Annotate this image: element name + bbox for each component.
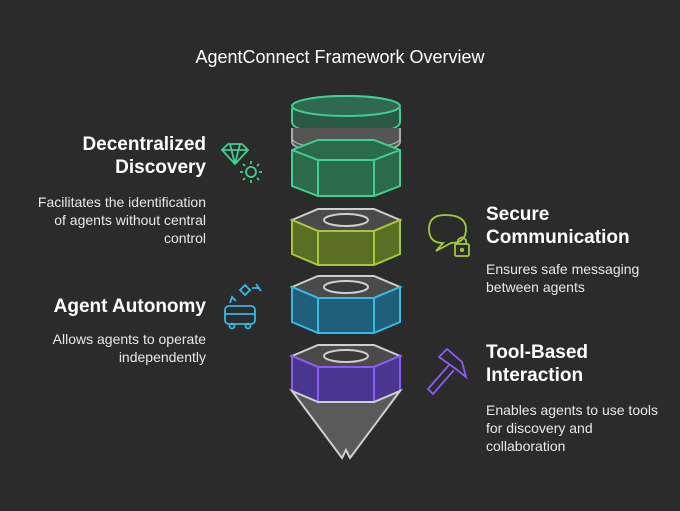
discovery-heading-line-2: Discovery xyxy=(115,157,206,178)
communication-stack-block xyxy=(289,208,403,266)
diamond-gear-icon xyxy=(220,143,262,183)
hammer-icon xyxy=(426,347,468,396)
tool-heading-line-1: Tool-Based xyxy=(486,342,589,363)
tool-heading: Tool-Based Interaction xyxy=(486,341,676,387)
discovery-description: Facilitates the identification of agents… xyxy=(10,193,206,247)
chat-lock-icon xyxy=(428,214,470,257)
communication-heading-line-1: Secure xyxy=(486,204,550,225)
communication-heading: Secure Communication xyxy=(486,203,676,249)
discovery-stack-block xyxy=(291,94,401,197)
autonomy-desc-line-2: independently xyxy=(118,349,206,365)
discovery-desc-line-1: Facilitates the identification xyxy=(37,194,206,210)
autonomy-stack-block xyxy=(289,275,403,334)
tool-heading-line-2: Interaction xyxy=(486,365,584,386)
autonomy-desc-line-1: Allows agents to operate xyxy=(52,331,206,347)
tool-desc-line-1: Enables agents to use tools xyxy=(486,402,659,418)
discovery-desc-line-2: of agents without central xyxy=(54,212,206,228)
autonomy-description: Allows agents to operate independently xyxy=(20,330,206,366)
discovery-desc-line-3: control xyxy=(163,230,206,246)
tool-stack-block xyxy=(288,344,404,460)
communication-desc-line-2: between agents xyxy=(486,279,585,295)
communication-heading-line-2: Communication xyxy=(486,227,630,248)
autonomy-heading: Agent Autonomy xyxy=(53,296,206,317)
diagram-title: AgentConnect Framework Overview xyxy=(195,47,485,67)
discovery-heading-line-1: Decentralized xyxy=(82,134,206,155)
tool-desc-line-2: for discovery and xyxy=(486,420,593,436)
tool-description: Enables agents to use tools for discover… xyxy=(486,401,676,455)
communication-description: Ensures safe messaging between agents xyxy=(486,260,676,296)
communication-desc-line-1: Ensures safe messaging xyxy=(486,261,640,277)
discovery-heading: Decentralized Discovery xyxy=(40,133,206,179)
robot-vehicle-icon xyxy=(224,283,262,330)
tool-desc-line-3: collaboration xyxy=(486,438,566,454)
